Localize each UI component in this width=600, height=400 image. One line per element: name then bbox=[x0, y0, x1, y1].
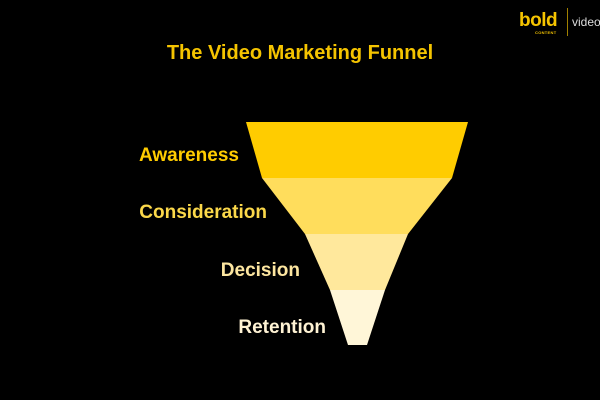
logo-brand: bold bbox=[519, 10, 558, 31]
logo-divider bbox=[567, 8, 568, 36]
funnel-band-awareness bbox=[246, 122, 468, 178]
stage-label-awareness: Awareness bbox=[139, 145, 239, 166]
funnel-band-decision bbox=[305, 234, 408, 290]
stage-label-retention: Retention bbox=[238, 317, 326, 338]
logo-tagline: video s bbox=[572, 15, 600, 29]
stage-label-decision: Decision bbox=[220, 260, 300, 281]
page-title: The Video Marketing Funnel bbox=[166, 42, 434, 64]
logo-sub: CONTENT bbox=[535, 30, 557, 35]
funnel-band-retention bbox=[330, 290, 385, 345]
stage-label-consideration: Consideration bbox=[139, 202, 267, 223]
funnel-band-consideration bbox=[262, 178, 452, 234]
